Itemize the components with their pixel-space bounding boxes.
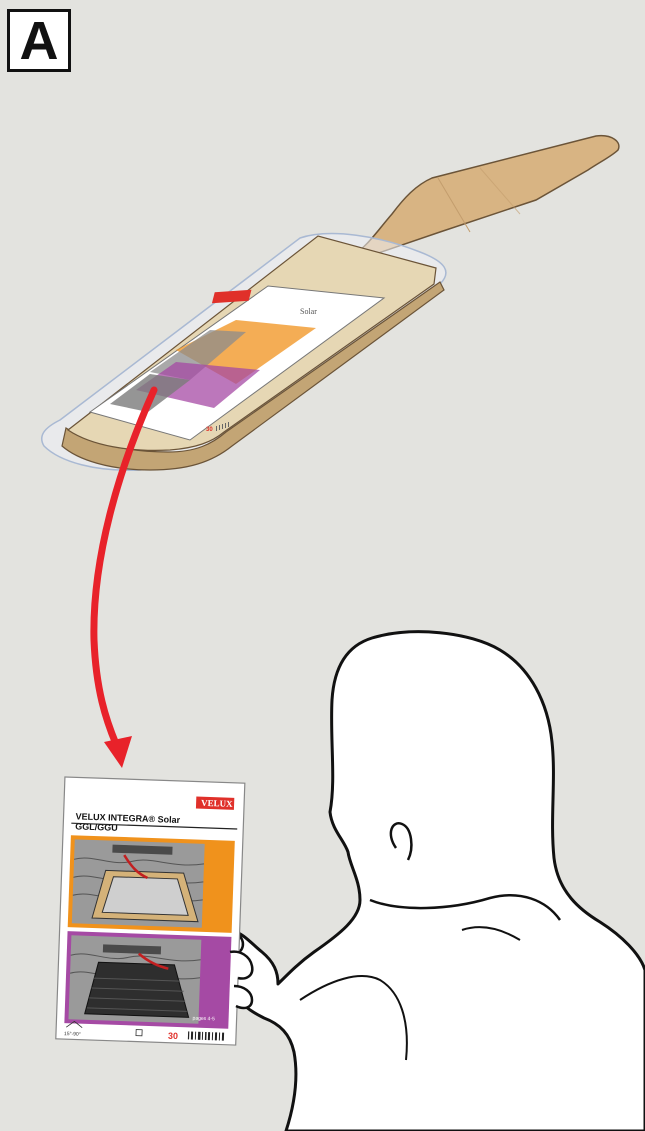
orange-panel [68,835,235,933]
package-manual-number: 30 [206,427,213,433]
package-manual-product: Solar [300,307,317,316]
held-manual: VELUX VELUX INTEGRA® Solar GGL/GGU [56,777,245,1045]
package: VELUX Solar 30 [42,136,619,471]
person [194,632,645,1131]
held-manual-page-ref: pages 4-5 [192,1016,215,1023]
held-manual-brand: VELUX [201,798,233,809]
person-body [208,632,645,1131]
purple-panel: pages 4-5 [64,931,231,1029]
held-manual-roof-pitch: 15°-90° [64,1031,81,1038]
held-manual-number: 30 [168,1031,178,1041]
arrow-head [104,736,132,768]
package-manual-brand: VELUX [318,293,346,302]
